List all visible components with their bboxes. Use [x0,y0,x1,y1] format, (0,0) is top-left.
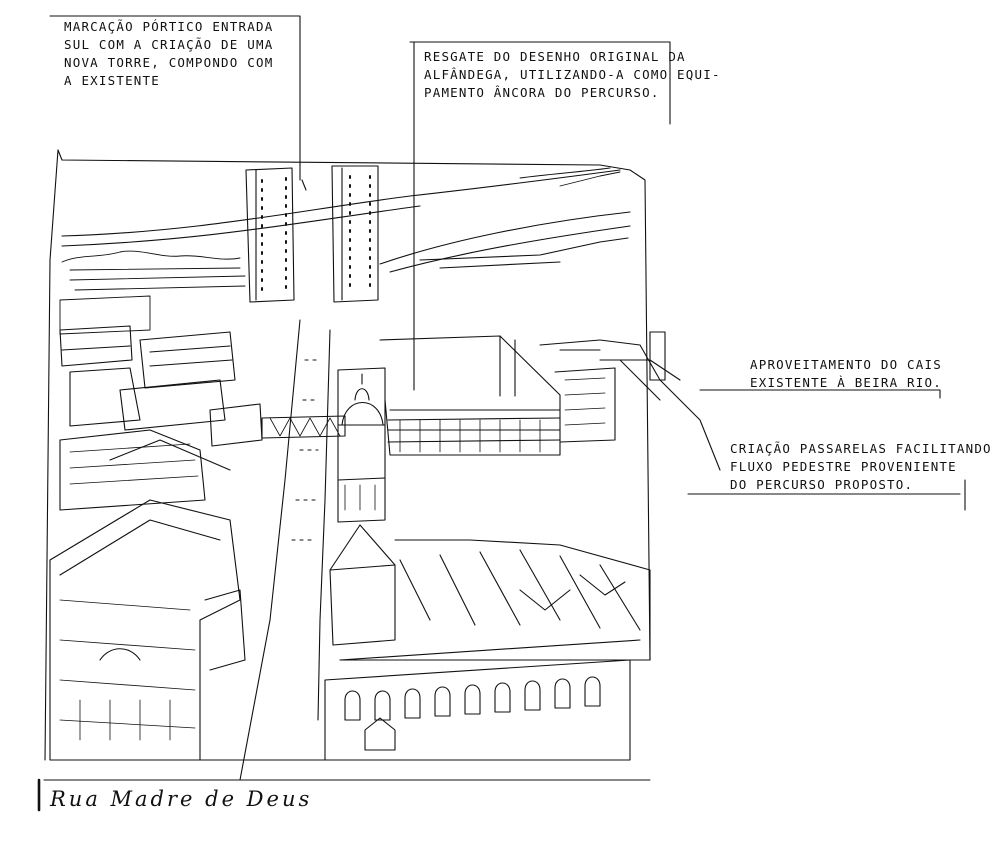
alfandega-building [379,335,616,456]
left-town-blocks [59,325,263,511]
twin-towers [245,165,379,303]
river [61,169,631,273]
annotation-cais: Aproveitamento do cais existente à beira… [750,357,942,390]
annotation-leaders [37,15,966,812]
quay [539,331,721,471]
sketch-frame [44,149,651,761]
street-label: Rua Madre de Deus [50,787,313,811]
annotation-passarelas: Criação passarelas facilitando fluxo ped… [730,441,992,492]
leader-alfandega-top [409,41,671,125]
leader-portico-arrow [301,179,307,191]
arched-facade [324,659,631,761]
footbridge [261,415,346,439]
church-tower [329,367,396,646]
lower-left-building [49,499,246,761]
foreground-ground [194,759,651,781]
central-street [239,319,331,781]
far-shore [59,167,621,335]
leader-portico [49,15,301,181]
market-roof [339,539,651,661]
annotation-alfandega: Resgate do desenho original da Alfândega… [424,49,721,100]
annotation-portico: Marcação pórtico entrada sul com a criaç… [64,19,274,88]
